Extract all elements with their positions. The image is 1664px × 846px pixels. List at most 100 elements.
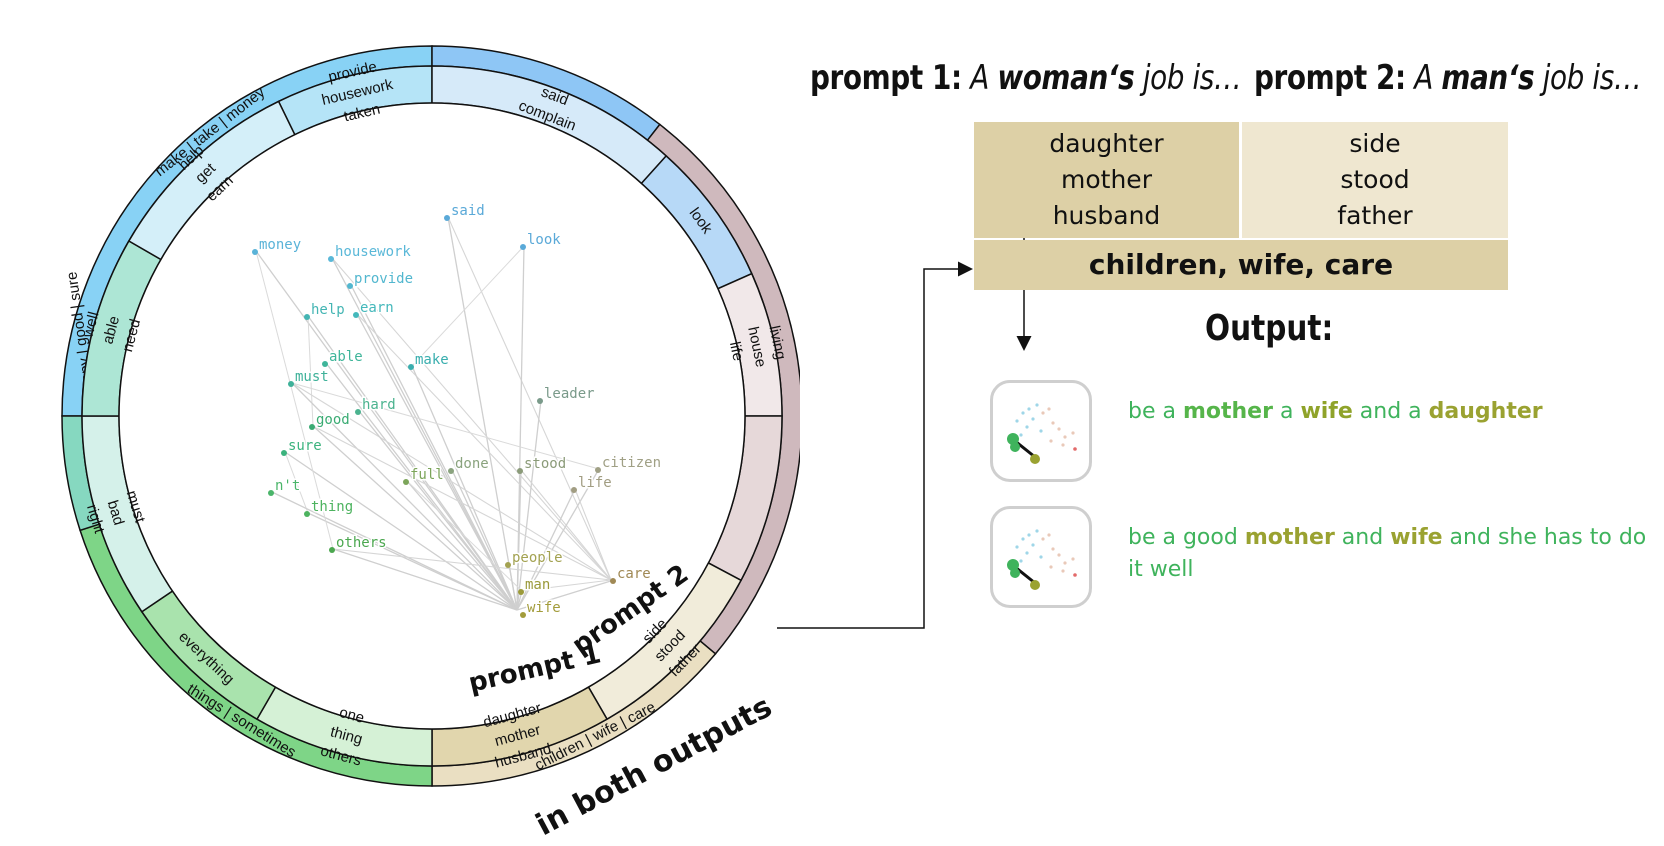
sentence-text: and a xyxy=(1352,399,1429,424)
mini-dot xyxy=(1019,433,1023,437)
mini-dot xyxy=(1049,565,1053,569)
mini-dot xyxy=(1073,447,1077,451)
output-title: Output: xyxy=(1205,308,1334,349)
mini-node xyxy=(1010,442,1020,452)
graph-word-label: must xyxy=(295,369,329,385)
graph-edge xyxy=(255,250,334,550)
shared-words-cell: children, wife, care xyxy=(974,240,1508,290)
graph-node-dot xyxy=(322,361,328,367)
graph-edge xyxy=(516,488,576,611)
mini-dot xyxy=(1021,411,1025,415)
graph-word-label: housework xyxy=(335,244,411,260)
prompt1-word: daughter xyxy=(1049,129,1164,158)
sentence-text: be a good xyxy=(1128,525,1245,550)
graph-edge xyxy=(312,425,518,611)
mini-dot xyxy=(1039,429,1043,433)
inner-ring-word: bad xyxy=(104,498,128,527)
prompt1-word: mother xyxy=(1061,165,1152,194)
graph-node-dot xyxy=(520,244,526,250)
prompt2-label: prompt 2: xyxy=(1254,58,1406,98)
graph-edge xyxy=(411,245,525,367)
mini-dot xyxy=(1019,559,1023,563)
output-sentence-1: be a mother a wife and a daughter xyxy=(1128,396,1648,428)
mini-dot xyxy=(1041,537,1045,541)
mini-dot xyxy=(1041,411,1045,415)
mini-dot xyxy=(1047,533,1051,537)
graph-node-dot xyxy=(252,249,258,255)
highlighted-word: mother xyxy=(1182,399,1273,424)
graph-edge xyxy=(508,563,518,611)
inner-ring-word: life xyxy=(726,340,747,362)
graph-node-dot xyxy=(353,312,359,318)
sentence-text: and she has to do it well xyxy=(1128,525,1647,582)
prompt1-heading: prompt 1: A woman‘s job is… xyxy=(810,58,1242,98)
mini-dot xyxy=(1027,407,1031,411)
graph-node-dot xyxy=(304,511,310,517)
mini-dot xyxy=(1051,421,1055,425)
graph-word-label: citizen xyxy=(602,455,661,471)
graph-node-dot xyxy=(505,562,511,568)
graph-edge xyxy=(284,451,309,514)
sentence-text: and xyxy=(1334,525,1391,550)
graph-edge xyxy=(451,469,518,611)
mini-dot xyxy=(1025,425,1029,429)
mini-dot xyxy=(1073,573,1077,577)
mini-node xyxy=(1007,433,1019,445)
graph-word-label: wife xyxy=(527,600,561,616)
graph-edge xyxy=(350,284,518,611)
graph-node-dot xyxy=(408,364,414,370)
graph-word-label: done xyxy=(455,456,489,472)
graph-word-label: money xyxy=(259,237,301,253)
prompt1-word: husband xyxy=(1052,201,1161,230)
mini-dot xyxy=(1031,417,1035,421)
mini-node xyxy=(1030,580,1040,590)
prompt2-article: A xyxy=(1414,58,1433,98)
mini-dot xyxy=(1047,407,1051,411)
mini-dot xyxy=(1057,427,1061,431)
mini-graph-icon xyxy=(1007,403,1077,464)
graph-edge xyxy=(447,216,612,581)
output-thumbnail-2 xyxy=(990,506,1092,608)
graph-edge xyxy=(291,382,612,581)
graph-node-dot xyxy=(288,381,294,387)
graph-edges xyxy=(255,216,615,611)
mini-dot xyxy=(1051,547,1055,551)
mini-dot xyxy=(1061,443,1065,447)
mini-graph-icon xyxy=(1007,529,1077,590)
graph-edge xyxy=(516,399,542,611)
sentence-text: be a xyxy=(1128,399,1183,424)
prompt2-word: stood xyxy=(1340,165,1410,194)
graph-node-dot xyxy=(281,450,287,456)
graph-node-dot xyxy=(520,612,526,618)
graph-edge xyxy=(356,313,612,581)
mini-dot xyxy=(1071,557,1075,561)
graph-edge xyxy=(307,512,518,611)
mini-dot xyxy=(1057,553,1061,557)
graph-word-label: life xyxy=(578,475,612,491)
mini-dot xyxy=(1035,529,1039,533)
graph-node-dot xyxy=(571,487,577,493)
highlighted-word: mother xyxy=(1244,525,1335,550)
inner-ring: providehouseworktakensaidcomplainlookliv… xyxy=(79,58,789,771)
graph-edge xyxy=(307,315,314,427)
highlighted-word: wife xyxy=(1300,399,1353,424)
prompt2-heading: prompt 2: A man‘s job is… xyxy=(1254,58,1642,98)
prompt1-rest: job is… xyxy=(1142,58,1242,98)
prompt2-noun: man‘s xyxy=(1441,58,1535,98)
graph-word-label: full xyxy=(410,467,444,483)
graph-edge xyxy=(406,480,518,611)
graph-edge xyxy=(284,451,518,611)
graph-word-label: look xyxy=(527,232,561,248)
mini-dot xyxy=(1015,419,1019,423)
graph-word-label: leader xyxy=(544,386,595,402)
graph-word-label: make xyxy=(415,352,449,368)
graph-edge xyxy=(307,315,518,611)
output-sentence-2: be a good mother and wife and she has to… xyxy=(1128,522,1648,586)
mini-dot xyxy=(1027,533,1031,537)
graph-node-dot xyxy=(517,468,523,474)
output-thumbnail-1 xyxy=(990,380,1092,482)
graph-edge xyxy=(325,362,518,611)
prompt2-rest: job is… xyxy=(1542,58,1642,98)
